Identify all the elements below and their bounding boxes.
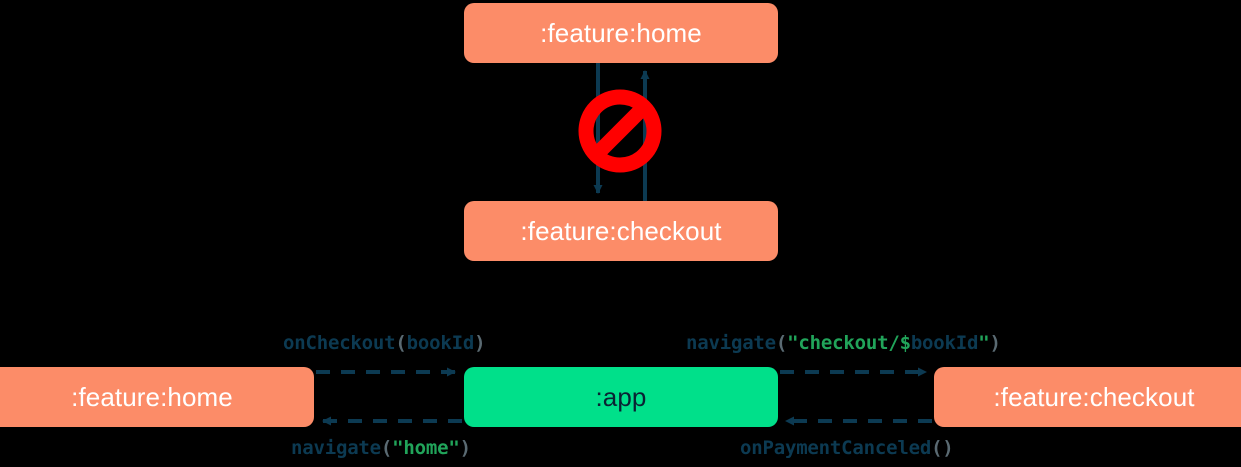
code-token-punct: () [931,437,954,459]
edge-label-navigate-home: navigate("home") [291,437,471,459]
code-token-fn: onCheckout [283,332,396,354]
code-token-punct: ) [474,332,486,354]
code-token-punct: ) [459,437,471,459]
code-token-punct: ( [395,332,407,354]
code-token-fn: onPaymentCanceled [740,437,932,459]
code-token-fn: navigate [686,332,776,354]
edge-label-on-checkout: onCheckout(bookId) [283,332,486,354]
code-token-punct: ) [989,332,1001,354]
code-token-str: $ [899,332,911,354]
code-token-str: "home" [392,437,460,459]
module-node-app[interactable]: :app [464,367,778,427]
code-token-punct: ( [775,332,788,354]
module-label: :feature:checkout [520,215,722,246]
code-token-var: bookId [910,332,979,354]
edge-label-navigate-checkout: navigate("checkout/$bookId") [686,332,1001,354]
module-label: :feature:home [540,17,702,48]
module-node-feature-checkout-top[interactable]: :feature:checkout [464,201,778,261]
code-token-var: bookId [406,332,475,354]
module-node-feature-home-top[interactable]: :feature:home [464,3,778,63]
module-label: :feature:home [71,381,233,412]
module-node-feature-checkout-bottom[interactable]: :feature:checkout [934,367,1241,427]
forbidden-icon [578,89,662,173]
module-node-feature-home-bottom[interactable]: :feature:home [0,367,314,427]
code-token-str: "checkout/ [787,332,900,354]
edge-label-on-payment-canceled: onPaymentCanceled() [740,437,954,459]
code-token-str: " [978,332,990,354]
code-token-fn: navigate [291,437,381,459]
module-label: :app [595,381,647,412]
code-token-punct: ( [380,437,393,459]
module-label: :feature:checkout [993,381,1195,412]
